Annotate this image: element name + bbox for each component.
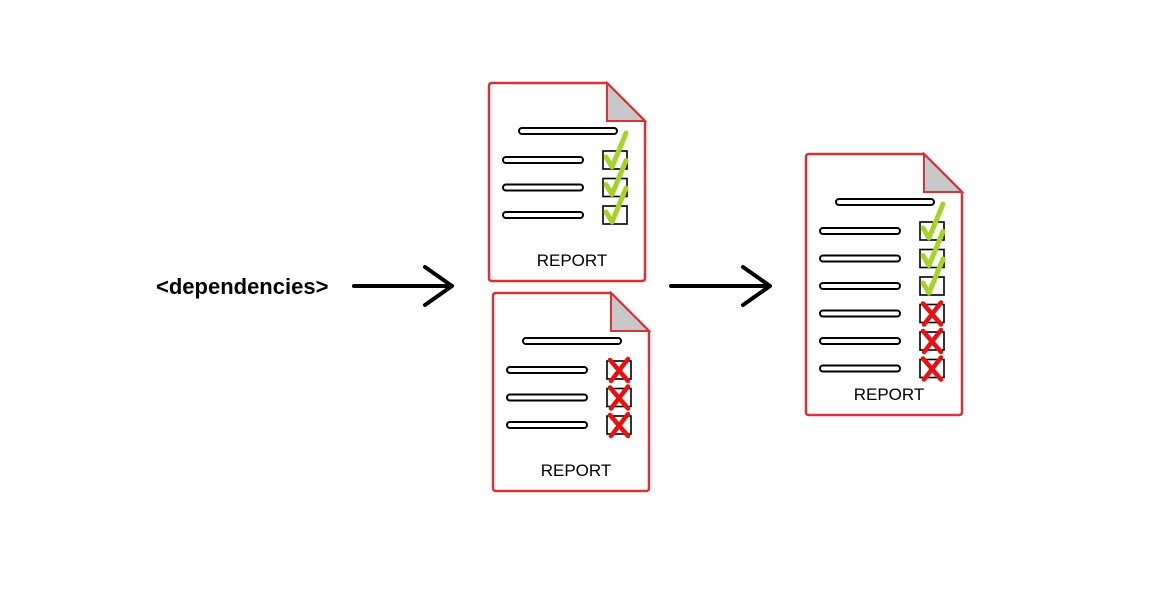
- result-row: [819, 201, 946, 241]
- text-line: [506, 393, 588, 402]
- result-row: [502, 158, 629, 198]
- text-line: [819, 282, 901, 290]
- cross-icon: [920, 300, 944, 327]
- cross-icon: [607, 356, 631, 384]
- cross-icon: [607, 384, 631, 411]
- page-fold: [923, 151, 965, 193]
- result-row: [506, 384, 632, 411]
- text-line: [819, 227, 901, 235]
- page-fold: [610, 290, 652, 332]
- text-line: [502, 156, 584, 164]
- text-line: [502, 211, 584, 219]
- text-line: [502, 183, 584, 192]
- result-row: [502, 185, 629, 225]
- text-line: [819, 364, 901, 373]
- check-icon: [920, 229, 946, 268]
- result-row: [819, 300, 945, 327]
- result-row: [819, 256, 946, 296]
- result-row: [819, 355, 945, 382]
- report-label: REPORT: [541, 461, 612, 480]
- text-line: [819, 254, 901, 263]
- report-label: REPORT: [854, 385, 925, 404]
- report-passed: REPORT: [487, 80, 648, 283]
- arrow-head: [741, 265, 772, 307]
- text-line: [819, 337, 901, 345]
- cross-icon: [920, 327, 944, 355]
- result-row: [819, 327, 945, 355]
- report-failed: REPORT: [491, 290, 652, 493]
- title-line: [835, 198, 935, 206]
- check-icon: [603, 130, 629, 170]
- cross-icon: [920, 355, 944, 382]
- check-icon: [920, 256, 946, 296]
- result-row: [506, 356, 632, 384]
- title-line: [522, 337, 622, 345]
- page-fold: [606, 80, 648, 122]
- flow-arrow: [352, 265, 454, 307]
- report-merged: REPORT: [804, 151, 965, 417]
- text-line: [506, 421, 588, 429]
- arrow-head: [423, 265, 454, 307]
- result-row: [502, 130, 629, 170]
- reports-group: REPORT REPORT REPORT: [487, 80, 965, 493]
- cross-icon: [607, 411, 631, 439]
- check-icon: [603, 185, 629, 225]
- result-row: [819, 229, 946, 269]
- text-line: [506, 366, 588, 374]
- dependencies-label: <dependencies>: [156, 274, 328, 299]
- check-icon: [920, 201, 946, 241]
- check-icon: [603, 158, 629, 197]
- text-line: [819, 309, 901, 318]
- title-line: [518, 127, 618, 135]
- arrows-group: [352, 265, 772, 307]
- result-row: [506, 411, 632, 439]
- report-label: REPORT: [537, 251, 608, 270]
- flow-arrow: [669, 265, 772, 307]
